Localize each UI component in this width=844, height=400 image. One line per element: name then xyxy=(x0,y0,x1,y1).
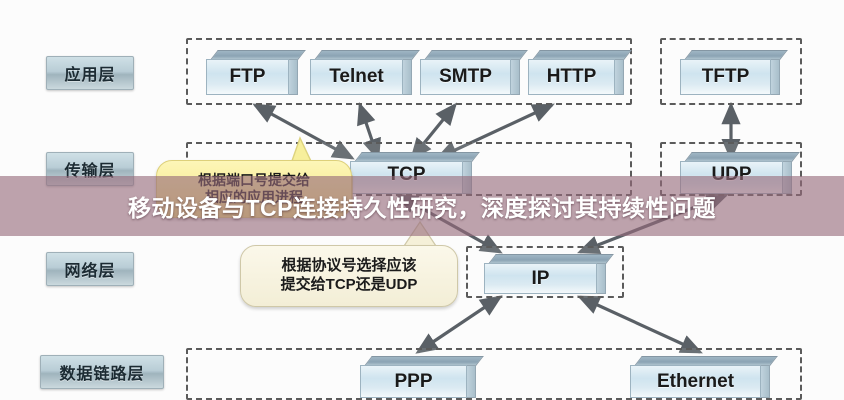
protocol-box-telnet[interactable]: Telnet xyxy=(310,50,420,95)
title-banner: 移动设备与TCP连接持久性研究，深度探讨其持续性问题 xyxy=(0,176,844,236)
sidebar-item-network-layer[interactable]: 网络层 xyxy=(46,252,134,286)
protocol-label: PPP xyxy=(360,365,467,398)
box-side-face xyxy=(770,59,780,95)
layer-label-text: 应用层 xyxy=(64,67,116,84)
protocol-box-ip[interactable]: IP xyxy=(484,254,614,294)
layer-label-text: 数据链路层 xyxy=(59,366,145,383)
box-side-face xyxy=(402,59,412,95)
callout-line-1: 根据协议号选择应该 xyxy=(281,257,417,275)
layer-label-text: 传输层 xyxy=(64,163,116,180)
protocol-label: SMTP xyxy=(420,59,511,95)
sidebar-item-application-layer[interactable]: 应用层 xyxy=(46,56,134,90)
protocol-box-ethernet[interactable]: Ethernet xyxy=(630,356,778,398)
protocol-label: Telnet xyxy=(310,59,403,95)
box-side-face xyxy=(614,59,624,95)
box-side-face xyxy=(510,59,520,95)
protocol-box-smtp[interactable]: SMTP xyxy=(420,50,528,95)
protocol-box-tftp[interactable]: TFTP xyxy=(680,50,788,95)
box-side-face xyxy=(760,365,770,398)
box-side-face xyxy=(596,263,606,294)
box-side-face xyxy=(466,365,476,398)
banner-title: 移动设备与TCP连接持久性研究，深度探讨其持续性问题 xyxy=(128,195,716,221)
protocol-label: IP xyxy=(484,263,597,294)
protocol-box-ppp[interactable]: PPP xyxy=(360,356,484,398)
protocol-box-ftp[interactable]: FTP xyxy=(206,50,306,95)
protocol-label: FTP xyxy=(206,59,289,95)
sidebar-item-data-link-layer[interactable]: 数据链路层 xyxy=(40,355,164,389)
layer-label-text: 网络层 xyxy=(64,263,116,280)
protocol-label: Ethernet xyxy=(630,365,761,398)
protocol-number-callout: 根据协议号选择应该 提交给TCP还是UDP xyxy=(240,245,458,307)
protocol-label: TFTP xyxy=(680,59,771,95)
protocol-box-http[interactable]: HTTP xyxy=(528,50,632,95)
protocol-label: HTTP xyxy=(528,59,615,95)
callout-line-2: 提交给TCP还是UDP xyxy=(280,276,418,293)
box-side-face xyxy=(288,59,298,95)
